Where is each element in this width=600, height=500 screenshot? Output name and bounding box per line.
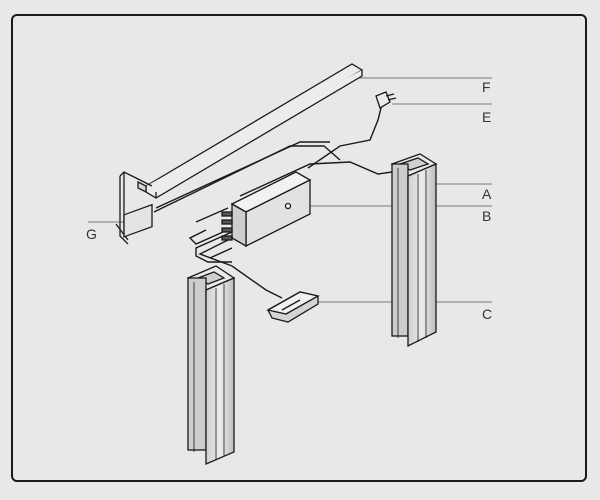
label-a: A — [482, 186, 492, 202]
label-f: F — [482, 79, 491, 95]
diagram-frame — [11, 14, 587, 482]
cable-tray-icon — [137, 63, 364, 199]
label-e: E — [482, 109, 492, 125]
control-box-icon — [221, 171, 312, 248]
label-c: C — [482, 306, 493, 322]
hand-switch-icon — [266, 291, 320, 323]
label-b: B — [482, 208, 492, 224]
power-plug-icon — [375, 91, 397, 109]
label-g: G — [86, 226, 97, 242]
cables — [153, 103, 393, 299]
leg-column-icon — [186, 265, 236, 465]
mounting-bracket-icon — [115, 171, 153, 245]
leg-column-icon — [390, 153, 438, 348]
